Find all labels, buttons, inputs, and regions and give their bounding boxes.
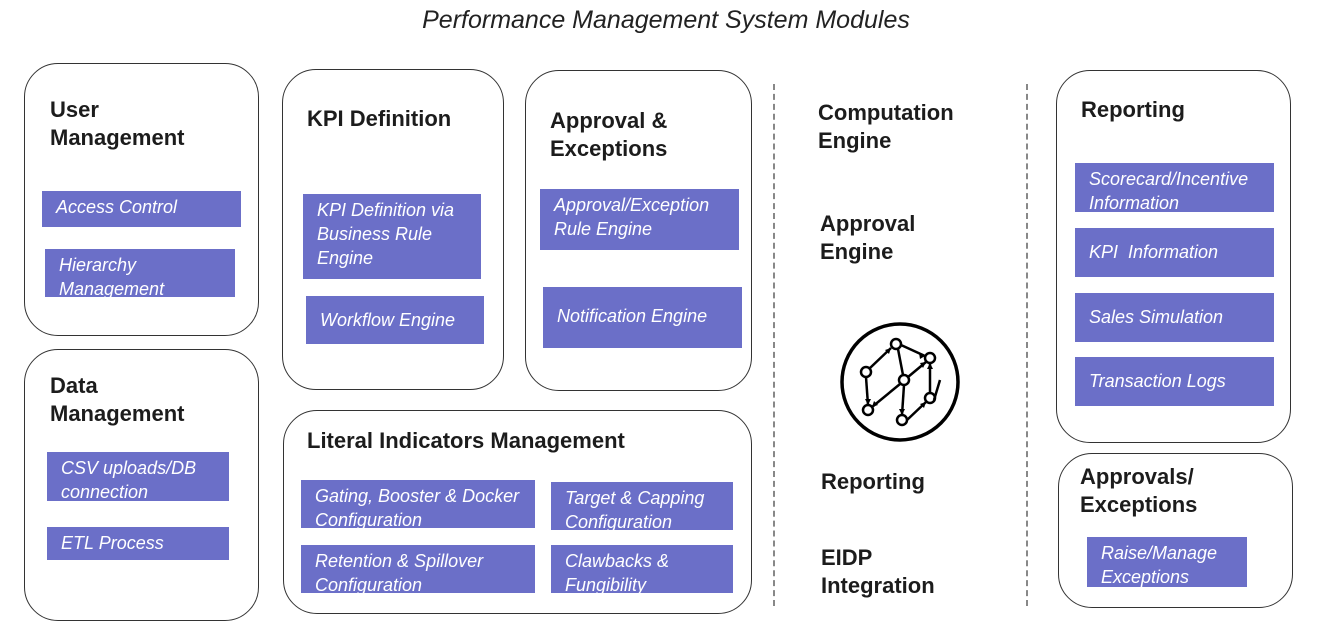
scorecard-incentive-box: Scorecard/Incentive Information (1075, 163, 1274, 213)
reporting-engine-label: Reporting (821, 469, 925, 494)
network-graph-icon (840, 322, 960, 442)
approvals-exceptions-title: Approvals/ Exceptions (1080, 464, 1198, 517)
approval-engine-label: Approval Engine (820, 211, 916, 264)
transaction-logs-box: Transaction Logs (1075, 357, 1274, 406)
kpi-definition-title: KPI Definition (307, 106, 452, 131)
eidp-integration-label: EIDP Integration (821, 545, 935, 598)
access-control-box: Access Control (42, 191, 241, 227)
business-rule-engine-box: KPI Definition via Business Rule Engine (303, 194, 481, 279)
clawbacks-fungibility-box: Clawbacks & Fungibility (551, 545, 733, 595)
gating-booster-box: Gating, Booster & Docker Configuration (301, 480, 535, 530)
hierarchy-management-box: Hierarchy Management (45, 249, 235, 299)
computation-engine-label: Computation Engine (818, 100, 954, 153)
workflow-engine-box: Workflow Engine (306, 296, 484, 344)
target-capping-box: Target & Capping Configuration (551, 482, 733, 532)
kpi-information-box: KPI Information (1075, 228, 1274, 277)
csv-uploads-box: CSV uploads/DB connection (47, 452, 229, 502)
approval-exceptions-title: Approval & Exceptions (550, 108, 668, 161)
notification-engine-box: Notification Engine (543, 287, 742, 348)
etl-process-box: ETL Process (47, 527, 229, 560)
retention-spillover-box: Retention & Spillover Configuration (301, 545, 535, 595)
raise-manage-exceptions-box: Raise/Manage Exceptions (1087, 537, 1247, 587)
reporting-title: Reporting (1081, 97, 1185, 122)
left-divider (773, 84, 775, 606)
diagram-title: Performance Management System Modules (422, 6, 910, 34)
user-management-title: User Management (50, 97, 185, 150)
right-divider (1026, 84, 1028, 606)
approval-rule-engine-box: Approval/Exception Rule Engine (540, 189, 739, 250)
literal-indicators-title: Literal Indicators Management (307, 428, 625, 453)
data-management-title: Data Management (50, 373, 185, 426)
sales-simulation-box: Sales Simulation (1075, 293, 1274, 342)
